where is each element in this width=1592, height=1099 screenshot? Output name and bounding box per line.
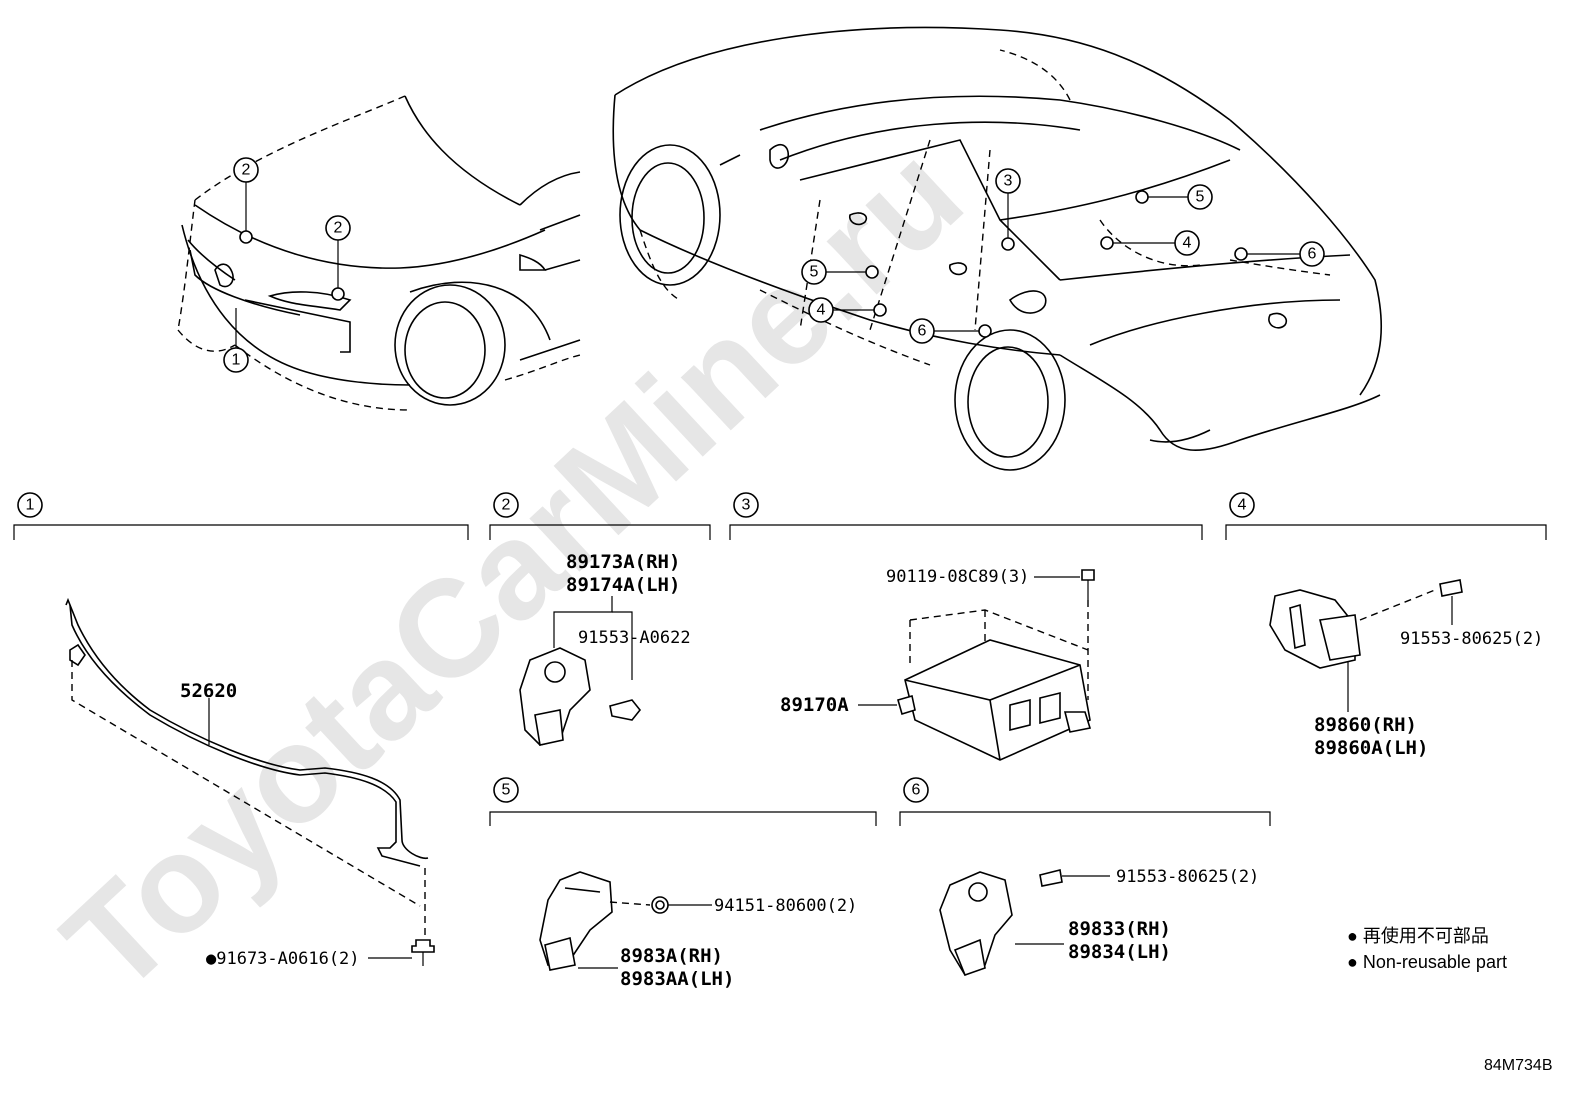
- section-6-sensor: 91553-80625(2) 89833(RH) 89834(LH): [939, 867, 1259, 977]
- svg-text:1: 1: [232, 352, 241, 369]
- harness-bolt-label: ●91673-A0616(2): [206, 949, 360, 969]
- sensor5-nut-label: 94151-80600(2): [714, 896, 857, 916]
- section-2-header: 2: [489, 492, 711, 540]
- legend-en: ● Non-reusable part: [1347, 952, 1507, 972]
- svg-text:5: 5: [810, 264, 819, 281]
- svg-text:6: 6: [912, 782, 921, 799]
- svg-text:2: 2: [242, 162, 251, 179]
- sensor6-bolt-label: 91553-80625(2): [1116, 867, 1259, 887]
- section-4-side-sensor: 91553-80625(2) 89860(RH) 89860A(LH): [1269, 579, 1543, 759]
- legend: ● 再使用不可部品 ● Non-reusable part: [1347, 926, 1507, 972]
- section-3-airbag-ecu: 90119-08C89(3) 89170A: [780, 567, 1095, 761]
- svg-text:4: 4: [817, 302, 826, 319]
- section-3-header: 3: [729, 492, 1203, 540]
- sensor-lh-label: 89174A(LH): [566, 574, 680, 596]
- front-callouts: 2 2 1: [223, 157, 351, 373]
- svg-text:6: 6: [918, 323, 927, 340]
- svg-text:3: 3: [1004, 173, 1013, 190]
- section-2-front-sensor: 89173A(RH) 89174A(LH) 91553-A0622: [519, 551, 691, 746]
- front-car-view: [177, 95, 581, 411]
- watermark: ToyotaCarMine.ru: [35, 116, 991, 1022]
- svg-text:3: 3: [742, 497, 751, 514]
- svg-text:2: 2: [502, 497, 511, 514]
- harness-label: 52620: [180, 680, 237, 702]
- side-sensor-rh-label: 89860(RH): [1314, 714, 1417, 736]
- sensor5-lh-label: 8983AA(LH): [620, 968, 734, 990]
- sensor-bolt-label: 91553-A0622: [578, 628, 691, 648]
- rear-callouts: 3 5 4 6 5 4 6: [801, 168, 1325, 344]
- svg-text:4: 4: [1183, 235, 1192, 252]
- svg-text:5: 5: [1196, 189, 1205, 206]
- sensor5-rh-label: 8983A(RH): [620, 945, 723, 967]
- ecu-label: 89170A: [780, 694, 849, 716]
- section-5-sensor: 94151-80600(2) 8983A(RH) 8983AA(LH): [539, 871, 857, 990]
- svg-text:6: 6: [1308, 246, 1317, 263]
- section-6-header: 6: [899, 777, 1271, 826]
- section-5-header: 5: [489, 777, 877, 826]
- svg-text:2: 2: [334, 220, 343, 237]
- sensor-rh-label: 89173A(RH): [566, 551, 680, 573]
- side-sensor-bolt-label: 91553-80625(2): [1400, 629, 1543, 649]
- sensor6-lh-label: 89834(LH): [1068, 941, 1171, 963]
- rear-car-view: [612, 26, 1383, 471]
- section-4-header: 4: [1225, 492, 1547, 540]
- svg-text:4: 4: [1238, 497, 1247, 514]
- svg-text:1: 1: [26, 497, 35, 514]
- side-sensor-lh-label: 89860A(LH): [1314, 737, 1428, 759]
- ecu-bolt-label: 90119-08C89(3): [886, 567, 1029, 587]
- section-1-header: 1: [13, 492, 469, 540]
- sensor6-rh-label: 89833(RH): [1068, 918, 1171, 940]
- svg-text:5: 5: [502, 782, 511, 799]
- diagram-code: 84M734B: [1484, 1057, 1553, 1074]
- legend-jp: ● 再使用不可部品: [1347, 926, 1489, 946]
- section-1-harness: 52620 ●91673-A0616(2): [65, 597, 435, 969]
